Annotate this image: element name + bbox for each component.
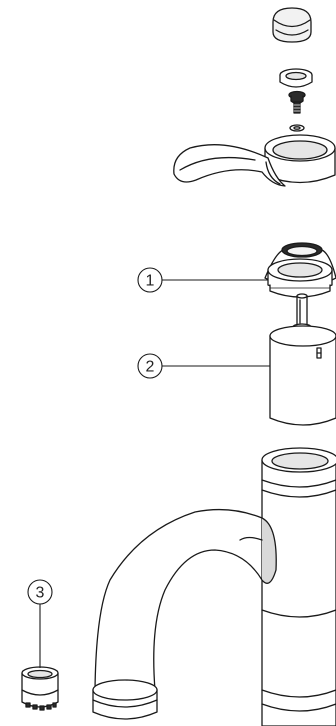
button-cap bbox=[272, 7, 312, 43]
washer bbox=[289, 124, 305, 132]
callout-2-circle bbox=[137, 353, 163, 379]
callout-2-label: 2 bbox=[146, 359, 155, 376]
handle-screw bbox=[288, 90, 306, 114]
callout-2: 2 bbox=[137, 353, 270, 379]
faucet-body bbox=[92, 447, 336, 726]
callout-3: 3 bbox=[27, 579, 53, 668]
callout-1-circle bbox=[137, 267, 163, 293]
callout-1-label: 1 bbox=[146, 273, 155, 290]
part-2-cartridge bbox=[269, 293, 336, 426]
retaining-ring bbox=[279, 68, 313, 88]
callout-1: 1 bbox=[137, 267, 268, 293]
lever-handle bbox=[173, 134, 336, 187]
callout-3-label: 3 bbox=[36, 585, 45, 602]
part-3-aerator bbox=[21, 666, 59, 711]
callout-3-circle bbox=[27, 579, 53, 605]
part-1-nut bbox=[267, 258, 333, 298]
